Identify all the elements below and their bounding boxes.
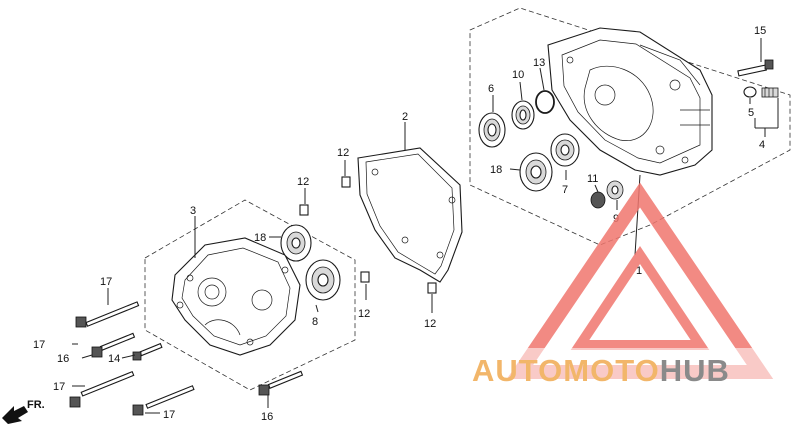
- watermark-text: AUTOMOTOHUB: [470, 348, 795, 388]
- bolt-17-bottom: [132, 385, 195, 416]
- dowel-12d: [427, 282, 437, 294]
- label-12d: 12: [424, 318, 436, 330]
- label-18b: 18: [490, 164, 502, 176]
- front-direction-arrow: FR.: [2, 399, 45, 424]
- circlip-13: [535, 90, 555, 114]
- switch-4: [761, 87, 779, 98]
- bolt-16-left: [91, 332, 136, 358]
- crankcase-housing: [547, 27, 713, 176]
- label-7: 7: [562, 184, 568, 196]
- label-17d: 17: [163, 409, 175, 421]
- label-2: 2: [402, 111, 408, 123]
- label-18a: 18: [254, 232, 266, 244]
- transmission-cover: [171, 237, 301, 356]
- bolt-14: [132, 342, 163, 361]
- label-10: 10: [512, 69, 524, 81]
- svg-text:AUTOMOTOHUB: AUTOMOTOHUB: [472, 353, 730, 388]
- dowel-12a: [341, 176, 351, 188]
- washer-5: [743, 86, 757, 98]
- label-17a: 17: [100, 276, 112, 288]
- bearing-8: [305, 259, 341, 301]
- label-16a: 16: [57, 353, 69, 365]
- label-1: 1: [636, 265, 642, 277]
- bolt-15: [737, 59, 774, 77]
- bolt-17-upper: [75, 301, 140, 328]
- label-4: 4: [759, 139, 765, 151]
- label-12b: 12: [297, 176, 309, 188]
- label-16b: 16: [261, 411, 273, 423]
- label-8: 8: [312, 316, 318, 328]
- dowel-12c: [360, 271, 370, 283]
- bearing-18-left: [280, 224, 312, 262]
- bearing-7: [550, 133, 580, 167]
- seal-11: [590, 191, 606, 209]
- front-label: FR.: [27, 399, 45, 411]
- label-11: 11: [587, 173, 598, 185]
- crankcase-group-frame: [469, 7, 791, 246]
- label-12a: 12: [337, 147, 349, 159]
- label-14: 14: [108, 353, 120, 365]
- watermark-text-hub: HUB: [660, 353, 730, 388]
- bolt-16-bottom: [258, 370, 304, 396]
- label-13: 13: [533, 57, 545, 69]
- gasket-2: [357, 147, 463, 283]
- label-6: 6: [488, 83, 494, 95]
- bearing-18-right: [519, 152, 553, 192]
- cover-group-frame: [144, 199, 356, 391]
- label-17c: 17: [53, 381, 65, 393]
- label-5: 5: [748, 107, 754, 119]
- label-17b: 17: [33, 339, 45, 351]
- label-3: 3: [190, 205, 196, 217]
- label-12c: 12: [358, 308, 370, 320]
- bolt-17-lower: [69, 370, 135, 408]
- watermark-text-auto: AUTOMOTO: [472, 353, 660, 388]
- bearing-6: [478, 112, 506, 148]
- watermark-logo: [506, 182, 774, 379]
- part-labels: 1 2 3 4 5 6 7 8 9 10 11 12 12 12 12 13 1…: [33, 25, 766, 423]
- dowel-12b: [299, 204, 309, 216]
- label-15: 15: [754, 25, 766, 37]
- bearing-10: [511, 100, 535, 130]
